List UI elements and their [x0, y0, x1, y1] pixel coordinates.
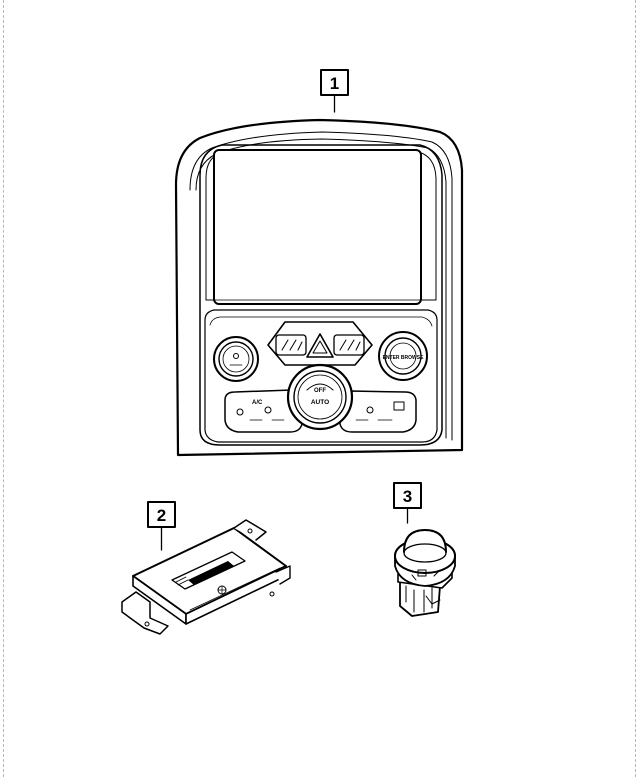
callout-3: 3	[393, 482, 422, 524]
callout-2: 2	[147, 501, 176, 551]
tune-knob: ENTER BROWSE	[378, 331, 428, 381]
left-page-edge	[3, 0, 5, 777]
callout-1-label: 1	[330, 74, 339, 93]
ac-label: A/C	[252, 400, 263, 406]
front-defrost-button	[333, 334, 365, 356]
tune-knob-label: ENTER BROWSE	[383, 355, 425, 361]
off-label: OFF	[314, 388, 326, 394]
right-page-edge	[635, 0, 637, 777]
push-button-switch-part	[394, 529, 456, 617]
callout-2-label: 2	[157, 506, 166, 525]
control-module-part	[121, 519, 291, 635]
volume-knob	[213, 336, 259, 382]
auto-climate-knob: OFF AUTO	[286, 363, 354, 431]
callout-3-label: 3	[403, 487, 412, 506]
display-screen	[213, 149, 422, 305]
instrument-bezel-part: ENTER BROWSE A/C OFF AUTO	[174, 118, 464, 457]
callout-1: 1	[320, 69, 349, 113]
rear-defrost-button	[275, 334, 307, 356]
auto-label: AUTO	[311, 399, 329, 406]
